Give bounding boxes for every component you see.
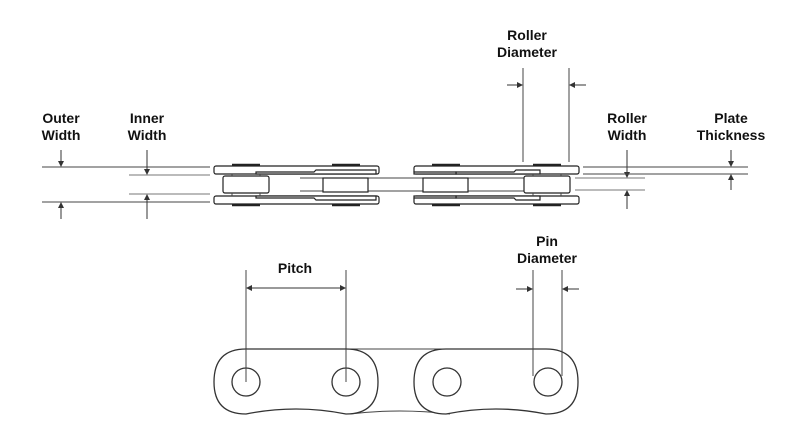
inner-width-label-line1: Inner [130, 110, 165, 126]
pin-diameter-dimension: Pin Diameter [516, 233, 579, 376]
inner-plate-bottom-1 [255, 195, 377, 201]
roller-width-label-line1: Roller [607, 110, 647, 126]
plate-thickness-label-line1: Plate [714, 110, 748, 126]
outer-width-label-line1: Outer [42, 110, 80, 126]
link-plate-right [413, 348, 579, 415]
roller-1 [222, 175, 270, 194]
roller-width-label-line2: Width [608, 127, 647, 143]
roller-diameter-label-line2: Diameter [497, 44, 557, 60]
pin-diameter-label-line1: Pin [536, 233, 558, 249]
roller-3 [422, 177, 469, 193]
plate-thickness-dimension: Plate Thickness [583, 110, 765, 190]
pin-hole-4 [533, 367, 563, 397]
pin-hole-3 [432, 367, 462, 397]
inner-plate-top-1 [255, 169, 377, 175]
roller-4 [523, 175, 571, 194]
link-plate-left [213, 348, 379, 415]
roller-diameter-label-line1: Roller [507, 27, 547, 43]
inner-width-dimension: Inner Width [128, 110, 210, 219]
chain-side-body [213, 163, 580, 207]
pin-diameter-label-line2: Diameter [517, 250, 577, 266]
pitch-label: Pitch [278, 260, 312, 276]
inner-plate-top-3 [413, 171, 457, 175]
roller-diameter-dimension: Roller Diameter [497, 27, 586, 162]
side-view: Outer Width Inner Width [42, 27, 765, 219]
outer-width-dimension: Outer Width [42, 110, 210, 219]
plate-thickness-label-line2: Thickness [697, 127, 766, 143]
outer-width-label-line2: Width [42, 127, 81, 143]
top-view: Pitch Pin Diameter [213, 233, 579, 415]
inner-width-label-line2: Width [128, 127, 167, 143]
roller-width-dimension: Roller Width [575, 110, 647, 209]
roller-2 [322, 177, 369, 193]
inner-plate-bottom-3 [413, 195, 457, 199]
